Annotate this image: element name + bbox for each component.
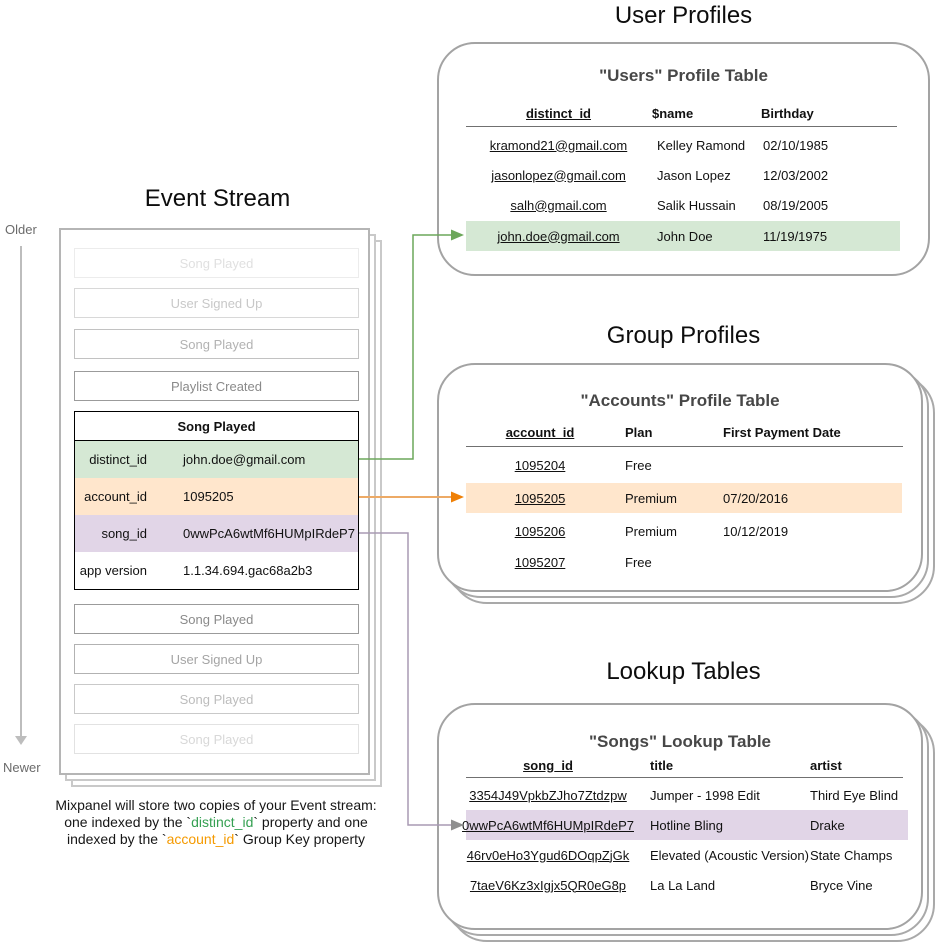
account-cell: 10/12/2019 <box>723 523 789 539</box>
account-cell-highlighted: 1095205 <box>514 490 566 506</box>
song-cell: Jumper - 1998 Edit <box>650 787 760 803</box>
caption-line1: Mixpanel will store two copies of your E… <box>55 797 377 813</box>
song-cell: 7taeV6Kz3xIgjx5QR0eG8p <box>469 877 627 893</box>
account-cell <box>723 450 883 480</box>
account-cell: Free <box>625 554 652 570</box>
event-property-song-id: song_id 0wwPcA6wtMf6HUMpIRdeP7 <box>75 515 358 552</box>
user-cell-highlighted: john.doe@gmail.com <box>497 228 620 244</box>
event-box: Playlist Created <box>74 371 359 401</box>
event-property-app-version: app version 1.1.34.694.gac68a2b3 <box>75 552 358 589</box>
caption-line3: indexed by the `account_id` Group Key pr… <box>66 831 366 847</box>
older-label: Older <box>5 222 37 237</box>
song-cell: La La Land <box>650 877 716 893</box>
song-cell: 3354J49VpkbZJho7Ztdzpw <box>469 787 627 803</box>
column-header-first-payment-date: First Payment Date <box>723 424 841 440</box>
event-box: Song Played <box>74 248 359 278</box>
property-key: account_id <box>84 489 147 504</box>
lookup-tables-title: Lookup Tables <box>606 658 761 685</box>
column-header-artist: artist <box>810 757 842 773</box>
user-cell: 08/19/2005 <box>763 197 829 213</box>
user-cell: Salik Hussain <box>657 197 736 213</box>
user-cell-highlighted: John Doe <box>657 228 713 244</box>
songs-table-title: "Songs" Lookup Table <box>588 732 772 751</box>
highlighted-user-row-band <box>466 221 900 251</box>
caption-line2: one indexed by the `distinct_id` propert… <box>64 814 368 830</box>
account-cell: 1095204 <box>514 457 566 473</box>
account-cell: Free <box>625 457 652 473</box>
property-value: 1095205 <box>183 489 234 504</box>
song-cell: Third Eye Blind <box>810 787 899 803</box>
column-header-plan: Plan <box>625 424 653 440</box>
user-cell: jasonlopez@gmail.com <box>491 167 626 183</box>
user-cell: Kelley Ramond <box>657 137 746 153</box>
user-cell: Jason Lopez <box>657 167 731 183</box>
account-cell: 1095206 <box>514 523 566 539</box>
song-cell-highlighted: Drake <box>810 817 845 833</box>
user-cell: kramond21@gmail.com <box>489 137 628 153</box>
account-cell <box>723 547 883 577</box>
account-cell: 1095207 <box>514 554 566 570</box>
property-value: 1.1.34.694.gac68a2b3 <box>183 563 313 578</box>
song-cell: State Champs <box>810 847 893 863</box>
accounts-profile-card <box>437 363 923 592</box>
event-box: Song Played <box>74 604 359 634</box>
user-cell-highlighted: 11/19/1975 <box>763 228 828 244</box>
song-cell-highlighted: 0wwPcA6wtMf6HUMpIRdeP7 <box>462 817 634 833</box>
distinct-id-code: distinct_id <box>191 814 254 830</box>
highlighted-account-row-band <box>466 483 902 513</box>
column-header-title: title <box>650 757 674 773</box>
column-header-account-id: account_id <box>505 424 575 440</box>
account-cell: Premium <box>625 523 678 539</box>
column-header-name: $name <box>652 105 694 121</box>
event-box: User Signed Up <box>74 644 359 674</box>
account-cell-highlighted: 07/20/2016 <box>723 490 789 506</box>
property-key: app version <box>79 563 147 578</box>
song-cell: Bryce Vine <box>810 877 873 893</box>
user-cell: 12/03/2002 <box>763 167 829 183</box>
column-header-distinct-id: distinct_id <box>525 105 591 121</box>
accounts-table-title: "Accounts" Profile Table <box>580 391 780 410</box>
caption: Mixpanel will store two copies of your E… <box>38 797 394 848</box>
account-cell-highlighted: Premium <box>625 490 678 506</box>
property-value: 0wwPcA6wtMf6HUMpIRdeP7 <box>183 526 355 541</box>
expanded-event-card: Song Played distinct_id john.doe@gmail.c… <box>74 411 359 590</box>
time-axis-line <box>20 246 22 736</box>
event-box: Song Played <box>74 684 359 714</box>
event-stream-title: Event Stream <box>144 185 291 212</box>
property-key: distinct_id <box>89 452 147 467</box>
column-header-birthday: Birthday <box>761 105 814 121</box>
column-header-song-id: song_id <box>523 757 573 773</box>
event-property-distinct-id: distinct_id john.doe@gmail.com <box>75 441 358 478</box>
song-cell: 46rv0eHo3Ygud6DOqpZjGk <box>466 847 630 863</box>
event-box: Song Played <box>74 724 359 754</box>
song-cell: Elevated (Acoustic Version) <box>650 847 809 863</box>
group-profiles-title: Group Profiles <box>606 322 761 349</box>
account-id-code: account_id <box>166 831 235 847</box>
header-rule <box>466 126 897 127</box>
event-box: Song Played <box>74 329 359 359</box>
event-box: User Signed Up <box>74 288 359 318</box>
user-cell: 02/10/1985 <box>763 137 829 153</box>
user-cell: salh@gmail.com <box>510 197 607 213</box>
arrow-down-icon <box>15 736 27 745</box>
song-cell-highlighted: Hotline Bling <box>650 817 723 833</box>
user-profiles-title: User Profiles <box>614 2 753 29</box>
users-table-title: "Users" Profile Table <box>599 66 768 85</box>
event-property-account-id: account_id 1095205 <box>75 478 358 515</box>
expanded-event-title: Song Played <box>75 412 358 441</box>
header-rule <box>466 446 903 447</box>
property-value: john.doe@gmail.com <box>183 452 306 467</box>
highlighted-song-row-band <box>466 810 908 840</box>
header-rule <box>466 777 903 778</box>
newer-label: Newer <box>3 760 41 775</box>
property-key: song_id <box>101 526 147 541</box>
